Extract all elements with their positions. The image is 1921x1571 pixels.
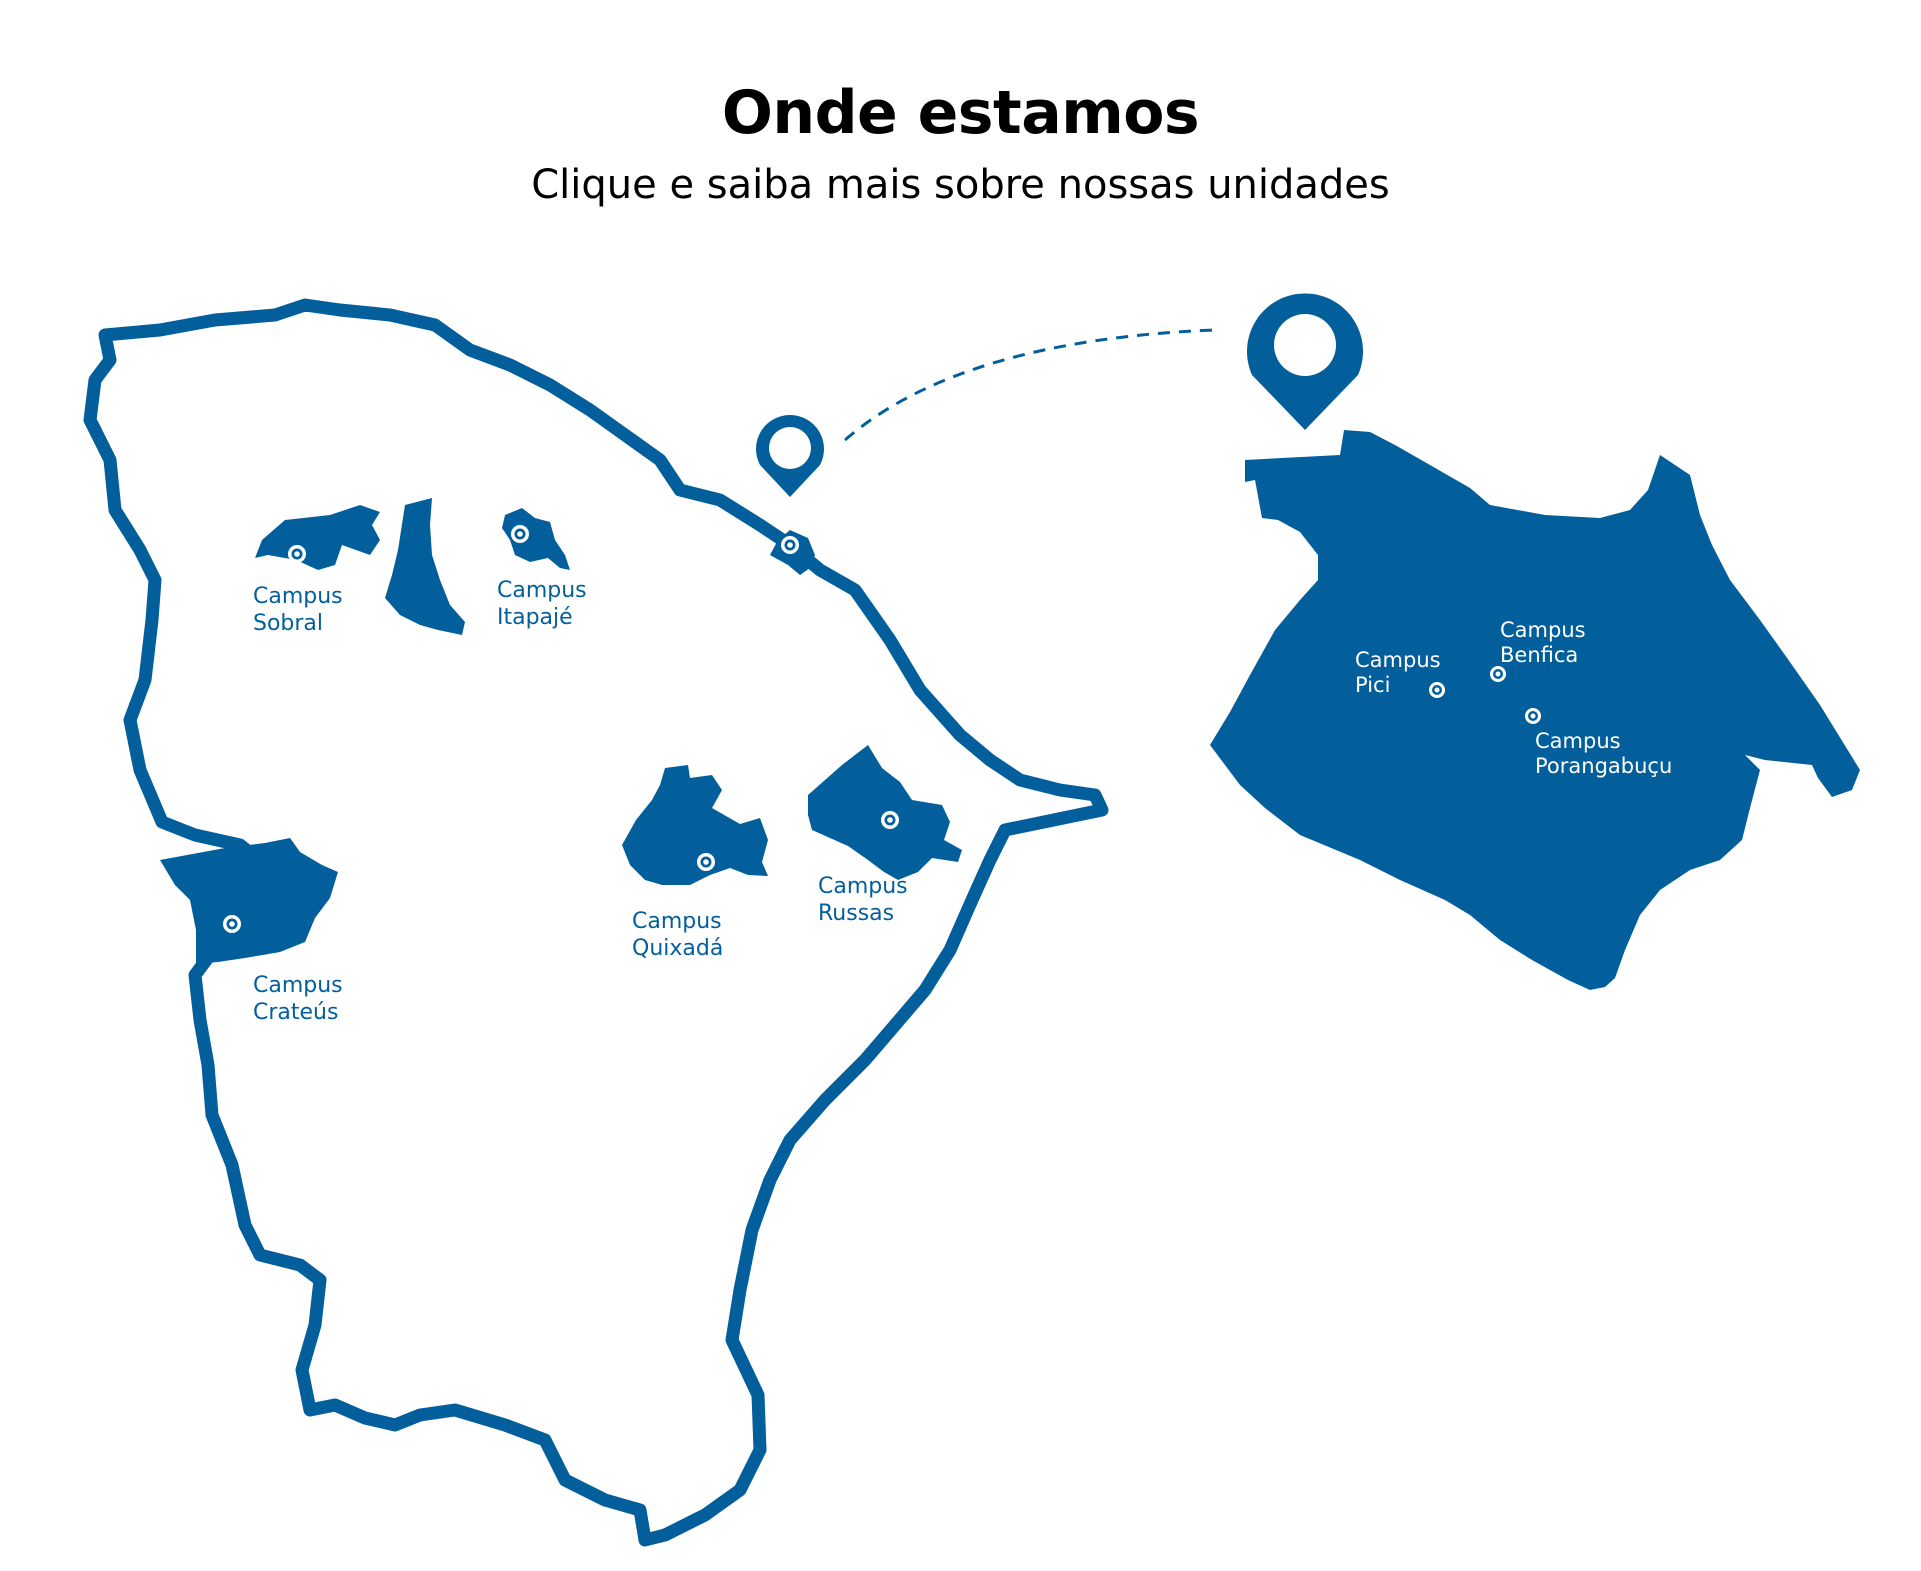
campus-dot-icon: [511, 525, 529, 543]
header: Onde estamos Clique e saiba mais sobre n…: [0, 78, 1921, 208]
campus-dot-icon: [881, 811, 899, 829]
campus-russas-label-2: Russas: [818, 901, 894, 926]
campus-benfica-label-2: Benfica: [1500, 643, 1578, 667]
campus-dot-icon: [1429, 682, 1445, 698]
campus-porangabucu[interactable]: Campus Porangabuçu: [1525, 708, 1672, 778]
campus-dot-icon: [1490, 666, 1506, 682]
campus-quixada[interactable]: Campus Quixadá: [622, 765, 768, 961]
campus-crateus-region: [160, 838, 338, 964]
campus-itapaje-label-2: Itapajé: [497, 605, 573, 630]
campus-itapaje[interactable]: Campus Itapajé: [497, 508, 587, 630]
campus-russas-label-1: Campus: [818, 874, 908, 899]
campus-pici[interactable]: Campus Pici: [1355, 648, 1445, 698]
location-pin-icon: [756, 415, 824, 497]
page-title: Onde estamos: [721, 78, 1200, 148]
campus-quixada-region: [622, 765, 768, 885]
campus-sobral[interactable]: Campus Sobral: [253, 498, 465, 636]
campus-crateus-label-2: Crateús: [253, 1000, 338, 1025]
campus-sobral-label-1: Campus: [253, 584, 343, 609]
campus-pici-label-1: Campus: [1355, 648, 1441, 672]
campus-dot-icon: [288, 545, 306, 563]
campus-itapaje-label-1: Campus: [497, 578, 587, 603]
campus-benfica-label-1: Campus: [1500, 618, 1586, 642]
campus-porangabucu-label-2: Porangabuçu: [1535, 754, 1672, 778]
campus-quixada-label-2: Quixadá: [632, 936, 723, 961]
campus-sobral-label-2: Sobral: [253, 611, 323, 636]
fortaleza-coastal-area[interactable]: [756, 415, 824, 575]
campus-dot-icon: [1525, 708, 1541, 724]
campus-russas-region: [808, 745, 962, 880]
page-subtitle: Clique e saiba mais sobre nossas unidade…: [531, 162, 1390, 208]
campus-dot-icon: [223, 915, 241, 933]
campus-itapaje-region: [502, 508, 570, 570]
campus-pici-label-2: Pici: [1355, 673, 1390, 697]
campus-crateus-label-1: Campus: [253, 973, 343, 998]
campus-quixada-label-1: Campus: [632, 909, 722, 934]
campus-porangabucu-label-1: Campus: [1535, 729, 1621, 753]
campus-sobral-region-east: [385, 498, 465, 635]
campus-russas[interactable]: Campus Russas: [808, 745, 962, 926]
campus-sobral-region: [255, 505, 380, 570]
campus-crateus[interactable]: Campus Crateús: [160, 838, 343, 1025]
campus-dot-icon: [781, 536, 799, 554]
connector-dashed-line: [844, 328, 1216, 442]
campus-dot-icon: [697, 853, 715, 871]
campus-benfica[interactable]: Campus Benfica: [1490, 618, 1586, 682]
location-pin-icon: [1247, 293, 1363, 430]
